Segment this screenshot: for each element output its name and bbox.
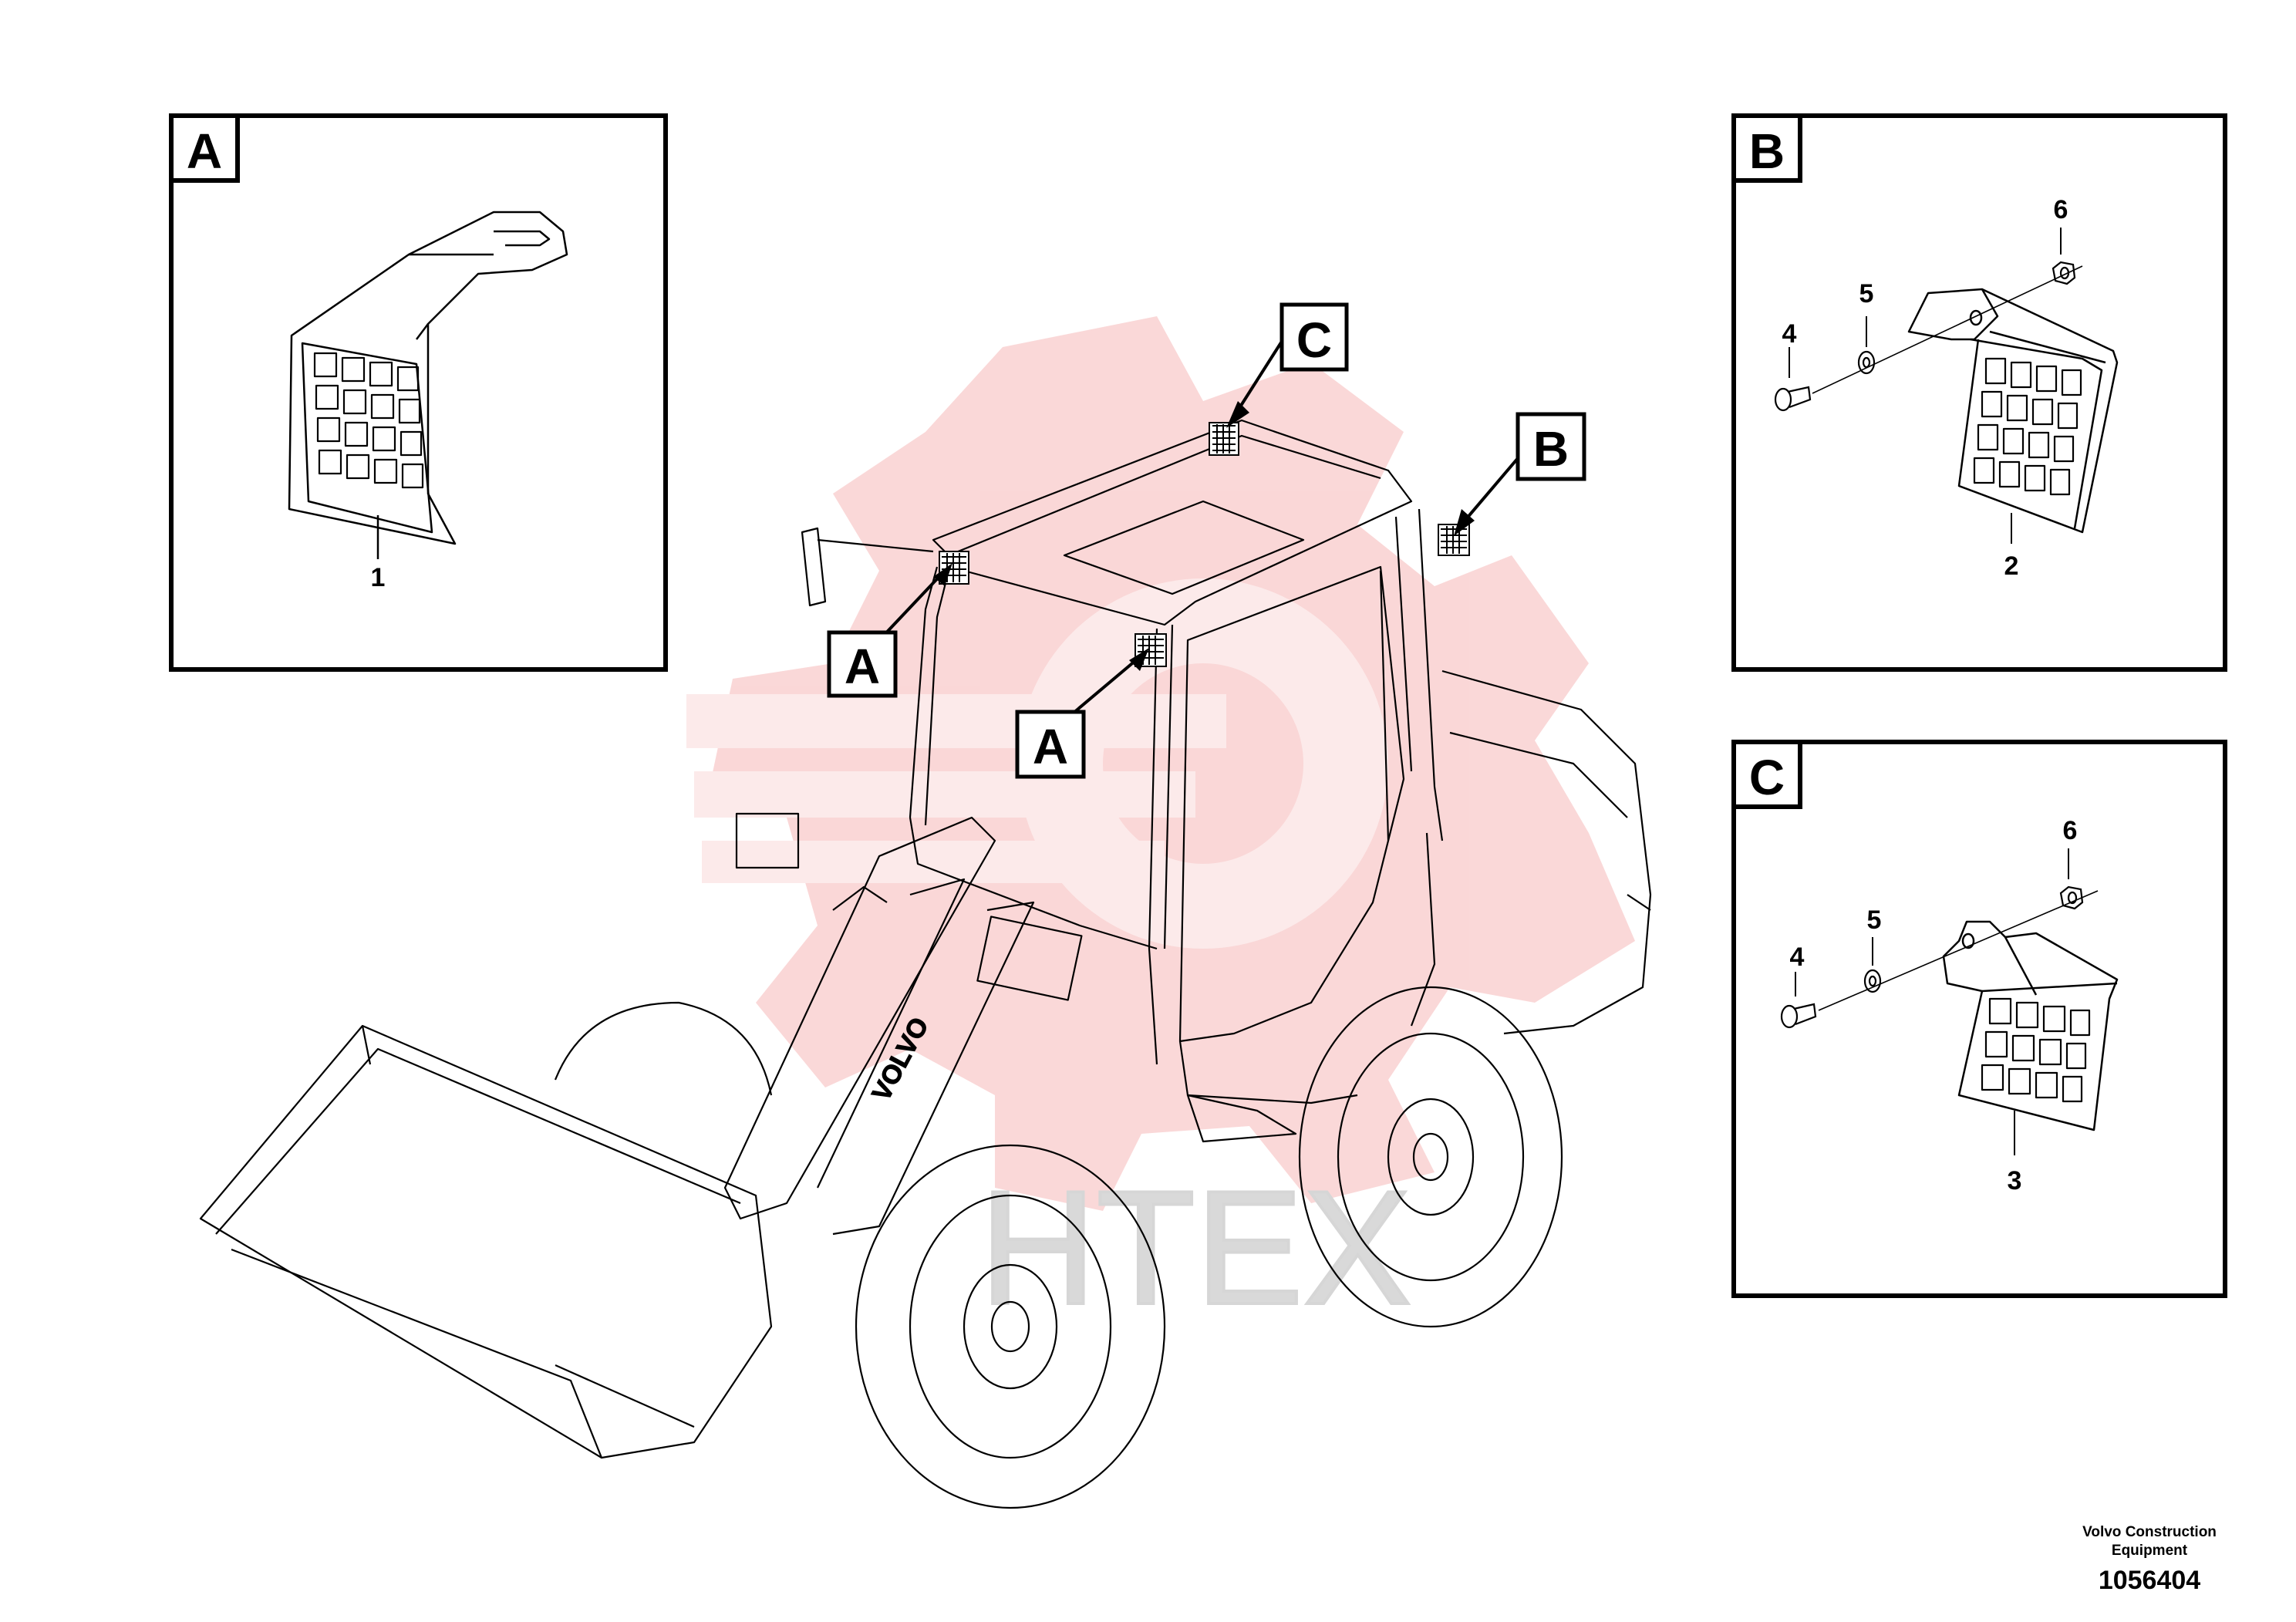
part-label-6-c: 6 [2063,816,2078,845]
washer-5-b [1857,350,1876,375]
part-label-3: 3 [2008,1166,2022,1195]
footer-document-number: 1056404 [2098,1566,2201,1595]
screw-4-b [1774,386,1812,412]
wheel-loader-drawing [199,419,1652,1509]
reflector-bracket-part-1 [288,211,568,545]
watermark-text: HTEX [979,1157,1411,1338]
callout-a-left: A [827,563,952,698]
detail-panel-b: B [1731,113,2227,672]
callout-a-right: A [1015,648,1149,779]
reflector-bracket-part-3 [1942,920,2119,1131]
callout-b: B [1454,412,1586,536]
part-label-6-b: 6 [2054,195,2068,224]
part-label-1: 1 [371,563,386,592]
callout-c: C [1226,302,1349,428]
reflector-bracket-part-2 [1907,288,2119,534]
reflector-marker-b [1438,524,1470,556]
svg-text:A: A [1033,719,1068,774]
svg-text:A: A [845,639,880,694]
screw-4-c [1780,1003,1817,1029]
reflector-grid [313,352,424,489]
reflector-marker-c [1209,422,1239,456]
part-label-5-b: 5 [1859,279,1874,309]
part-label-4-c: 4 [1790,943,1805,972]
detail-panel-c: C 4 5 6 [1731,740,2227,1298]
svg-text:B: B [1533,421,1569,477]
detail-panel-a: A 1 [169,113,668,672]
watermark-logo [686,316,1635,1211]
svg-text:C: C [1296,312,1332,368]
footer-company: Volvo Construction Equipment [2082,1524,2217,1559]
nut-6-b [2052,261,2076,285]
detail-letter-a: A [187,123,222,179]
detail-letter-b: B [1749,123,1785,179]
part-label-2: 2 [2004,551,2019,581]
detail-letter-c: C [1749,750,1785,805]
washer-5-c [1863,969,1882,993]
part-label-4-b: 4 [1782,319,1797,349]
part-label-5-c: 5 [1867,905,1882,935]
